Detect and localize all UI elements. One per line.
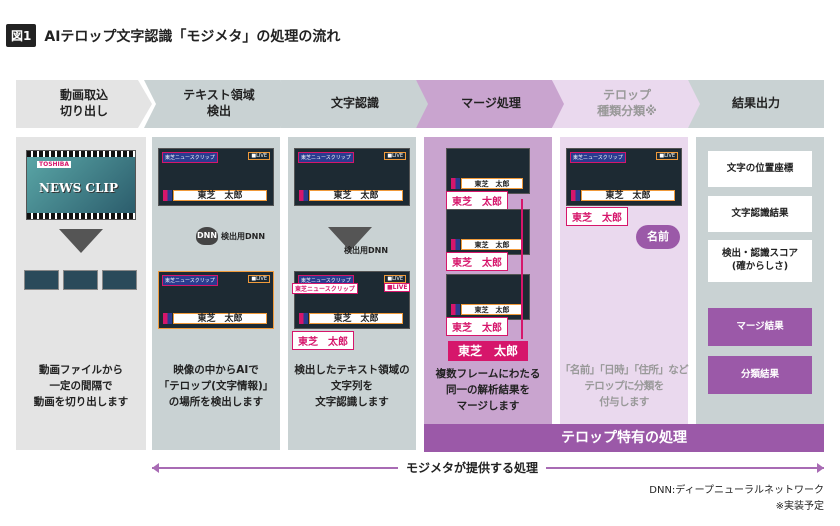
footnote-planned: ※実装予定 <box>775 501 824 512</box>
step-4: テロップ 種類分類※ <box>552 80 702 128</box>
step-5: 結果出力 <box>688 80 824 128</box>
output-coordinates: 文字の位置座標 <box>708 151 812 187</box>
title-text: AIテロップ文字認識「モジメタ」の処理の流れ <box>44 28 341 45</box>
merge-item: 東芝 太郎 <box>446 252 508 271</box>
output-class-result: 分類結果 <box>708 356 812 394</box>
frame-thumbnail: 東芝 太郎 <box>446 148 530 194</box>
down-arrow-icon <box>328 227 372 251</box>
dnn-icon: DNN <box>196 227 218 245</box>
down-arrow-icon <box>59 229 103 253</box>
clip-text: NEWS CLIP <box>39 181 119 195</box>
step-1: テキスト領域 検出 <box>144 80 294 128</box>
desc-merge: 複数フレームにわたる 同一の解析結果を マージします <box>435 368 541 412</box>
desc-capture: 動画ファイルから 一定の間隔で 動画を切り出します <box>33 364 129 408</box>
merge-item: 東芝 太郎 <box>446 191 508 210</box>
ocr-tag-result: 東芝ニュースクリップ <box>292 283 358 294</box>
column-merge: 東芝 太郎 東芝 太郎 東芝 太郎 東芝 太郎 東芝 太郎 東芝 太郎 東芝 太… <box>424 137 552 450</box>
frame-thumbnail: 東芝 太郎 <box>446 209 530 255</box>
step-0: 動画取込 切り出し <box>16 80 152 128</box>
merge-arrow-line <box>521 199 523 339</box>
class-badge: 名前 <box>636 225 680 249</box>
output-ocr-result: 文字認識結果 <box>708 196 812 232</box>
desc-detect: 映像の中からAIで 「テロップ(文字情報)」 の場所を検出します <box>158 364 274 408</box>
column-capture: TOSHIBA NEWS CLIP 動画ファイルから 一定の間隔で 動画を切り出… <box>16 137 146 450</box>
desc-classify: 「名前」「日時」「住所」など テロップに分類を 付与します <box>559 364 689 408</box>
figure-title: 図1 AIテロップ文字認識「モジメタ」の処理の流れ <box>6 24 340 47</box>
telop-specific-bar: テロップ特有の処理 <box>424 424 824 452</box>
column-output: 文字の位置座標 文字認識結果 検出・認識スコア (確からしさ) マージ結果 分類… <box>696 137 824 450</box>
ocr-live-result: ■LIVE <box>384 283 411 292</box>
classify-caption: 東芝 太郎 <box>566 207 628 226</box>
arrow-right-icon <box>817 463 824 473</box>
step-2: 文字認識 <box>280 80 430 128</box>
dnn-label: 検出用DNN <box>344 246 389 255</box>
merged-result: 東芝 太郎 <box>448 341 528 361</box>
footnote-dnn: DNN:ディープニューラルネットワーク <box>649 485 824 496</box>
source-video-thumbnail: TOSHIBA NEWS CLIP <box>26 150 136 220</box>
provided-label: モジメタが提供する処理 <box>398 459 547 476</box>
step-3: マージ処理 <box>416 80 566 128</box>
frame-thumbnail: 東芝 太郎 <box>446 274 530 320</box>
output-merge-result: マージ結果 <box>708 308 812 346</box>
desc-ocr: 検出したテキスト領域の 文字列を 文字認識します <box>294 364 410 408</box>
output-score: 検出・認識スコア (確からしさ) <box>708 240 812 282</box>
logo-text: TOSHIBA <box>37 161 71 168</box>
merge-item: 東芝 太郎 <box>446 317 508 336</box>
arrow-left-icon <box>152 463 159 473</box>
figure-badge: 図1 <box>6 24 37 47</box>
ocr-caption-result: 東芝 太郎 <box>292 331 354 350</box>
frame-strip <box>24 270 137 290</box>
